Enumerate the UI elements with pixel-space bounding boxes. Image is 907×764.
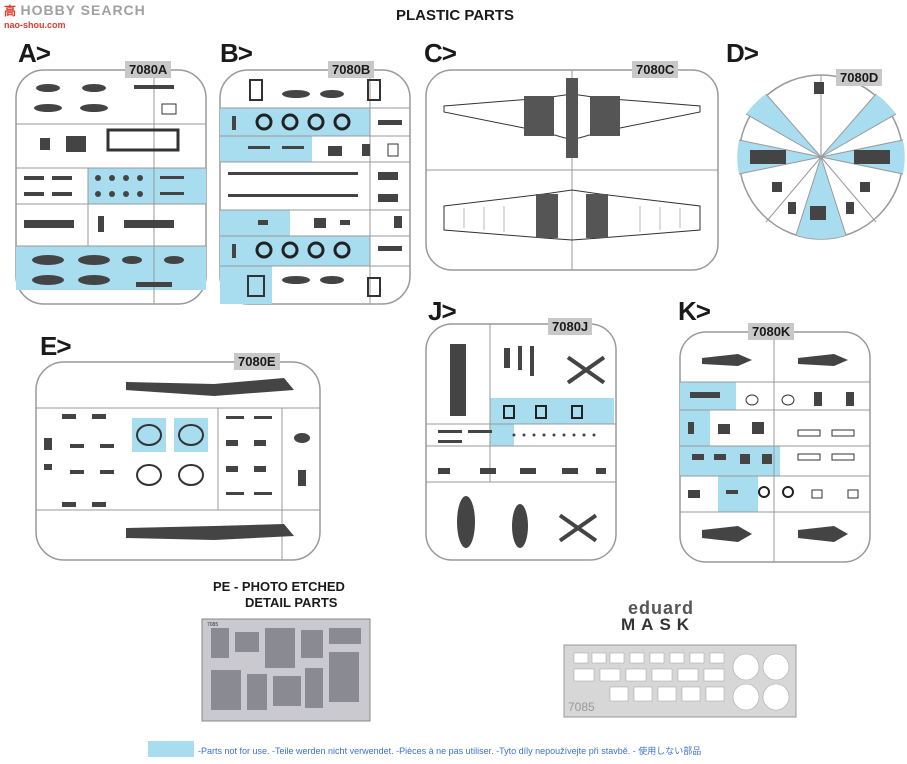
sprue-b [219, 69, 411, 305]
sprue-d-letter: D> [726, 38, 759, 68]
legend-text: -Parts not for use. -Teile werden nicht … [198, 746, 702, 756]
sprue-b-code: 7080B [328, 61, 375, 78]
mask-sheet: 7085 [563, 644, 797, 718]
watermark: 高 HOBBY SEARCH nao-shou.com [4, 2, 146, 30]
legend-swatch [148, 741, 194, 757]
pe-title-line1: PE - PHOTO ETCHED [213, 579, 345, 594]
watermark-domain: nao-shou.com [4, 20, 66, 30]
sprue-j [425, 323, 617, 561]
sprue-c-letter: C> [424, 38, 457, 68]
pe-fret-code: 7085 [207, 622, 218, 628]
sprue-a [15, 69, 207, 305]
sprue-k-code: 7080K [748, 323, 795, 340]
watermark-glyph: 高 [4, 4, 17, 18]
sprue-j-letter: J> [428, 296, 457, 326]
sprue-j-code: 7080J [548, 318, 593, 335]
sprue-e-code: 7080E [234, 353, 280, 370]
watermark-site: HOBBY SEARCH [20, 2, 146, 18]
sprue-a-code: 7080A [125, 61, 172, 78]
sprue-e-letter: E> [40, 331, 72, 361]
pe-title-line2: DETAIL PARTS [245, 595, 338, 610]
sprue-d-code: 7080D [836, 69, 883, 86]
pe-fret: 7085 [201, 618, 371, 722]
sprue-a-letter: A> [18, 38, 51, 68]
sprue-e [35, 361, 321, 561]
mask-word: MASK [621, 615, 696, 634]
page-title: PLASTIC PARTS [396, 7, 515, 24]
mask-code: 7085 [568, 700, 595, 714]
sprue-c [425, 69, 719, 271]
sprue-b-letter: B> [220, 38, 253, 68]
sprue-k [679, 331, 871, 563]
sprue-c-code: 7080C [632, 61, 679, 78]
sprue-k-letter: K> [678, 296, 711, 326]
mask-brand: eduard [628, 598, 695, 618]
sprue-d [737, 74, 905, 240]
